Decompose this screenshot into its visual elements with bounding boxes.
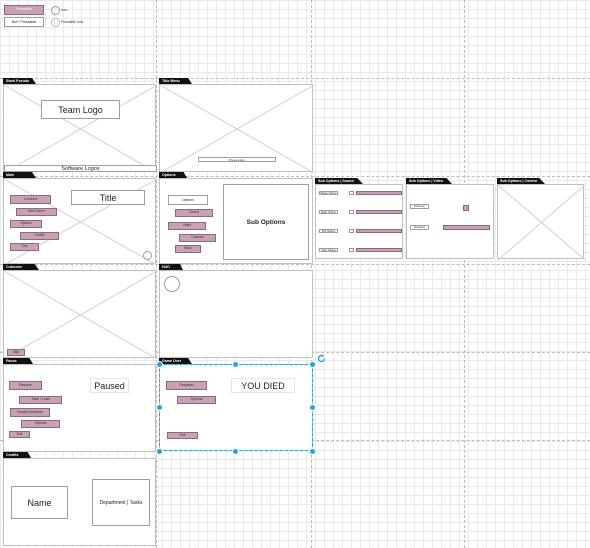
resume-button[interactable]: Resume [9,381,42,390]
legend-pressable-icon-circle [51,18,60,27]
frame-tab-hud: HUD [159,264,183,270]
legend-not-pressable: Not+ Pressable [4,17,44,27]
page-divider [0,78,590,79]
page-divider [464,0,465,548]
credits-button[interactable]: Credits [20,232,59,240]
resize-handle[interactable] [156,448,163,455]
respawn-button[interactable]: Respawn [166,381,207,390]
save-load-button[interactable]: Save / Load [19,396,62,404]
pause-options-button[interactable]: Options [21,420,60,428]
frame-options: Options Sound Video Controls Back Sub Op… [159,178,313,264]
image-placeholder [3,84,158,174]
frame-sub-sound: Master Volume Music Volume SFX Volume Vo… [315,184,403,259]
frame-tab-cutscene: Cutscene [3,264,39,270]
sfx-volume-checkbox[interactable] [349,229,354,233]
page-divider [0,176,590,177]
settings-icon[interactable] [143,251,152,260]
resolution-label: Resolution [410,225,429,230]
resize-handle[interactable] [232,361,239,368]
frame-sub-control [497,184,586,261]
pause-exit-button[interactable]: Exit [9,431,30,438]
resize-handle[interactable] [156,361,163,368]
exit-button[interactable]: Exit [10,243,39,251]
sfx-volume-slider[interactable] [356,229,402,233]
you-died-title: YOU DIED [231,378,295,393]
fullscreen-label: Fullscreen [410,204,429,209]
frame-tab-start: Start/ Pseudo [3,78,36,84]
display-keybinds-button[interactable]: Display Keybinds [10,408,50,417]
new-game-button[interactable]: New Game [16,208,57,216]
skip-button[interactable]: Skip [7,349,25,356]
options-header: Options [168,195,208,205]
selection-outline [159,364,313,451]
fullscreen-toggle[interactable] [463,205,469,211]
legend-icon-label: Icon [61,8,68,12]
voice-volume-label: Voice Volume [319,248,338,252]
resize-handle[interactable] [309,448,316,455]
frame-tab-sub-control: Sub Options | Control [497,178,545,184]
frame-tab-title-menu: Title Menu [159,78,192,84]
credit-department: Department | Tasks [92,479,150,526]
back-button[interactable]: Back [175,245,201,253]
frame-tab-options: Options [159,172,187,178]
resize-handle[interactable] [156,404,163,411]
continue-button[interactable]: Continue [10,195,51,204]
main-title: Title [71,190,145,205]
image-placeholder [159,84,315,174]
legend-icon-circle [51,6,60,15]
voice-volume-checkbox[interactable] [349,248,354,252]
frame-start: Team Logo Software Logox [3,84,158,174]
sound-button[interactable]: Sound [175,209,213,217]
software-logo: Software Logox [4,165,157,172]
music-volume-checkbox[interactable] [349,210,354,214]
hud-indicator-icon [164,276,180,292]
credit-name: Name [11,486,68,519]
frame-tab-sub-video: Sub Options | Video [406,178,452,184]
sfx-volume-label: SFX Volume [319,229,338,233]
frame-tab-main: Main [3,172,36,178]
sub-options-panel: Sub Options [223,184,309,260]
legend-pressable-icon-label: Pressable Icon [61,20,84,24]
frame-pause: Paused Resume Save / Load Display Keybin… [3,364,156,452]
game-over-options-button[interactable]: Options [177,396,216,404]
master-volume-label: Master Volume [319,191,338,195]
master-volume-checkbox[interactable] [349,191,354,195]
game-over-exit-button[interactable]: Exit [167,432,198,439]
master-volume-slider[interactable] [356,191,402,195]
music-volume-slider[interactable] [356,210,402,214]
image-placeholder [3,270,158,360]
paused-title: Paused [90,378,129,393]
rotate-icon[interactable] [317,350,326,363]
options-button[interactable]: Options [10,220,42,228]
frame-main: Title Continue New Game Options Credits … [3,178,158,266]
resize-handle[interactable] [309,404,316,411]
legend-pressable: Pressable [4,5,44,15]
resize-handle[interactable] [309,361,316,368]
frame-tab-pause: Pause [3,358,33,364]
controls-button[interactable]: Controls [179,234,216,242]
team-logo: Team Logo [41,100,120,119]
frame-sub-video: Fullscreen Resolution [406,184,494,259]
music-volume-label: Music Volume [319,210,338,214]
frame-tab-sub-sound: Sub Options | Sound [315,178,363,184]
frame-title-menu: Press a key [159,84,315,174]
frame-cutscene: Skip [3,270,158,360]
frame-tab-game-over: Game Over [159,358,192,364]
press-key-prompt: Press a key [198,157,276,162]
video-button[interactable]: Video [168,222,206,230]
frame-credits: Name Department | Tasks [3,458,156,546]
page-divider [156,0,157,548]
frame-hud [159,270,313,358]
voice-volume-slider[interactable] [356,248,402,252]
frame-tab-credits: Credits [3,452,31,458]
page-divider [0,264,590,265]
resize-handle[interactable] [232,448,239,455]
image-placeholder [497,184,586,261]
resolution-dropdown[interactable] [443,225,490,230]
